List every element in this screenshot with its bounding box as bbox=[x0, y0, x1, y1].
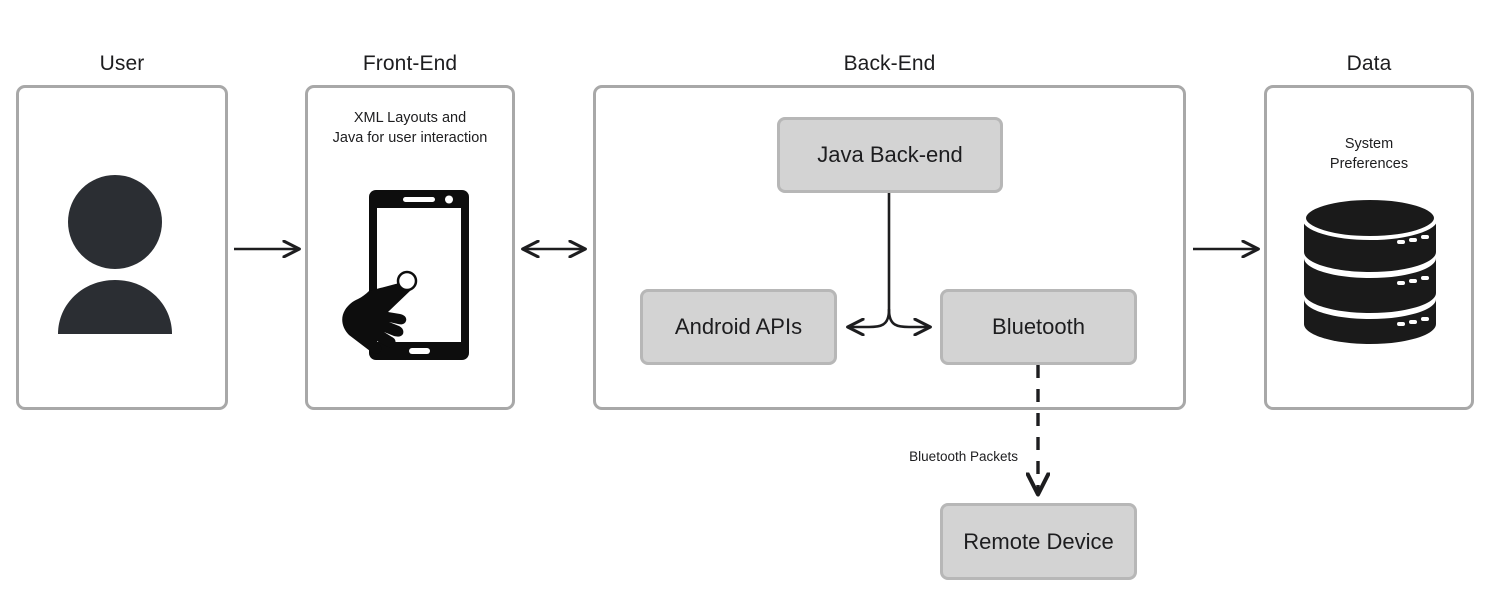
node-java-backend-label: Java Back-end bbox=[817, 142, 963, 167]
group-title-data: Data bbox=[1346, 52, 1392, 75]
node-android-apis[interactable]: Android APIs bbox=[640, 289, 837, 365]
front-end-caption: XML Layouts and Java for user interactio… bbox=[332, 110, 488, 146]
group-title-front-end: Front-End bbox=[362, 52, 458, 75]
user-avatar-icon bbox=[47, 168, 197, 334]
node-bluetooth[interactable]: Bluetooth bbox=[940, 289, 1137, 365]
node-bluetooth-label: Bluetooth bbox=[992, 314, 1085, 339]
node-android-apis-label: Android APIs bbox=[674, 314, 803, 339]
data-caption: System Preferences bbox=[1329, 136, 1409, 172]
node-remote-device[interactable]: Remote Device bbox=[940, 503, 1137, 580]
database-cylinder-icon bbox=[1301, 196, 1439, 346]
group-title-back-end: Back-End bbox=[843, 52, 936, 75]
group-title-user: User bbox=[99, 52, 145, 75]
node-remote-device-label: Remote Device bbox=[963, 528, 1114, 554]
node-java-backend[interactable]: Java Back-end bbox=[777, 117, 1003, 193]
edge-label-bluetooth-packets: Bluetooth Packets bbox=[909, 449, 1018, 464]
tablet-hand-icon bbox=[333, 186, 488, 366]
